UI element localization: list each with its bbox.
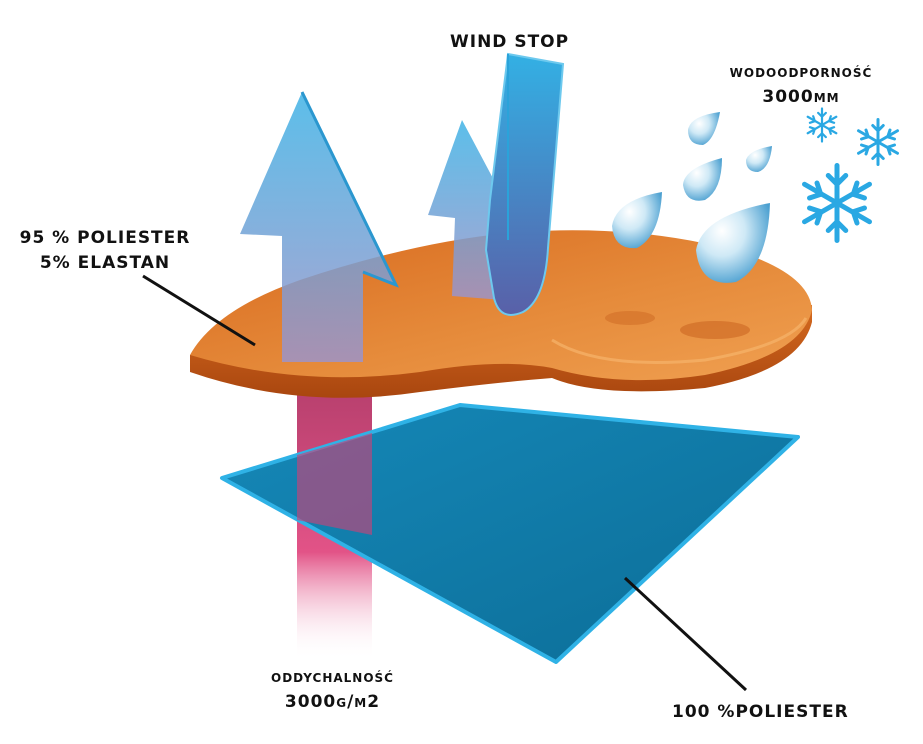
breathability-value: 3000g/m2	[284, 692, 381, 712]
vapor-arrow-icon	[428, 120, 530, 300]
snowflake-icon	[805, 107, 899, 241]
waterproof-label: wodoodporność 3000mm	[686, 60, 916, 110]
inner-layer-label: 100 %POLIESTER	[672, 702, 849, 722]
outer-layer-line2: 5% ELASTAN	[39, 253, 171, 273]
wind-stop-arrow-icon	[484, 52, 565, 316]
waterproof-value: 3000mm	[762, 87, 840, 107]
water-drop-icon	[612, 112, 772, 283]
breathability-title: oddychalność	[271, 667, 394, 687]
breathability-label: oddychalność 3000g/m2	[225, 665, 440, 715]
waterproof-title: wodoodporność	[729, 62, 873, 82]
inner-layer-leader-line	[623, 576, 748, 692]
wind-stop-label: WIND STOP	[450, 32, 570, 52]
outer-layer-line1: 95 % POLIESTER	[19, 228, 191, 248]
breathability-arrow-icon	[240, 91, 400, 362]
outer-layer-label: 95 % POLIESTER 5% ELASTAN	[5, 226, 205, 276]
outer-layer-leader-line	[142, 274, 256, 347]
